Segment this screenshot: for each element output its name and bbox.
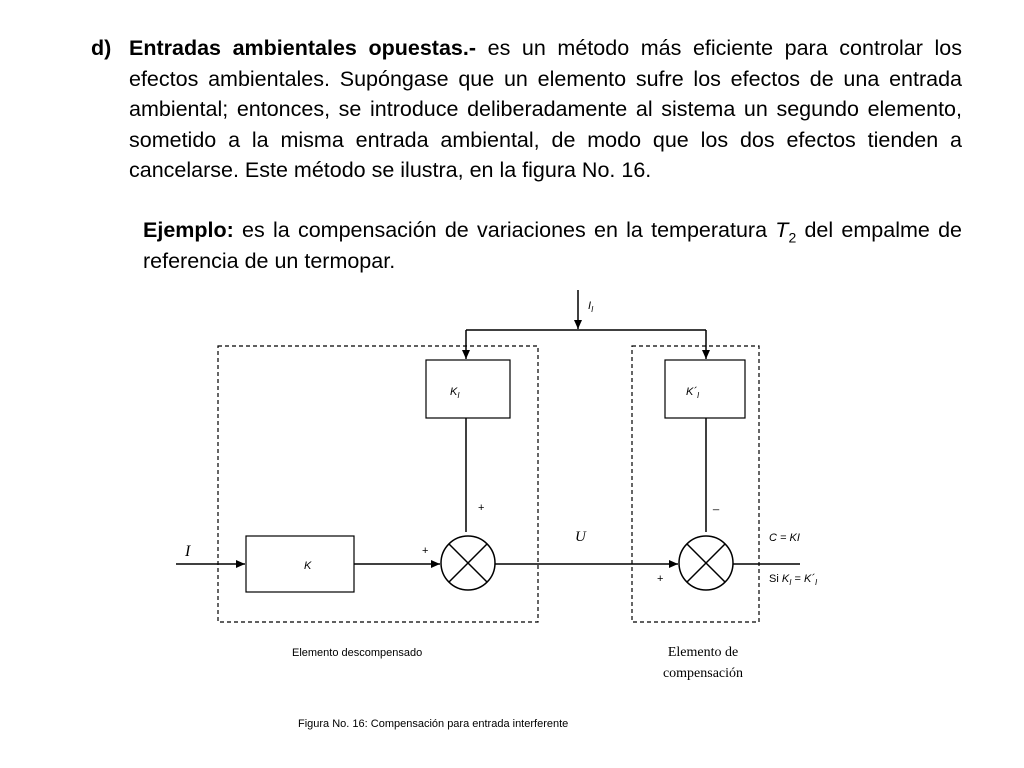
list-marker: d) xyxy=(91,36,112,60)
example-variable: T xyxy=(775,218,789,242)
block-kpi xyxy=(664,359,746,419)
paragraph-body: es un método más eficiente para controla… xyxy=(129,36,963,182)
sum2-top-sign: _ xyxy=(712,499,720,511)
group2-label-line2: compensación xyxy=(663,666,743,681)
sum1-top-sign: + xyxy=(478,502,484,514)
summing-junction-2 xyxy=(678,535,734,591)
block-ki-label: KI xyxy=(450,386,460,400)
paragraph-d: Entradas ambientales opuestas.- es un mé… xyxy=(129,33,962,186)
sum2-bottom-sign: + xyxy=(657,573,663,585)
intermediate-signal-label: U xyxy=(575,529,587,545)
example-text-after: del empalme de referencia de un termopar… xyxy=(143,218,962,273)
example-text-before: es la compensación de variaciones en la … xyxy=(233,218,776,242)
block-k-label: K xyxy=(304,560,312,572)
paragraph-heading: Entradas ambientales opuestas.- xyxy=(129,36,477,60)
compensation-condition: Si KI = K´I xyxy=(769,573,818,587)
input-label: I xyxy=(184,543,191,560)
group1-label: Elemento descompensado xyxy=(292,647,422,659)
example-variable-subscript: 2 xyxy=(788,229,797,246)
block-ki xyxy=(425,359,511,419)
uncompensated-element-group xyxy=(217,345,539,623)
block-k xyxy=(245,535,355,593)
output-equation: C = KI xyxy=(769,532,800,544)
group2-label-line1: Elemento de xyxy=(668,645,738,660)
sum1-left-sign: + xyxy=(422,545,428,557)
summing-junction-1 xyxy=(440,535,496,591)
interfering-input-label: II xyxy=(588,300,594,314)
block-kpi-label: K´I xyxy=(686,386,700,400)
figure-caption: Figura No. 16: Compensación para entrada… xyxy=(298,718,568,730)
example-paragraph: Ejemplo: es la compensación de variacion… xyxy=(143,215,962,276)
compensation-element-group xyxy=(631,345,760,623)
example-label: Ejemplo: xyxy=(143,218,234,242)
